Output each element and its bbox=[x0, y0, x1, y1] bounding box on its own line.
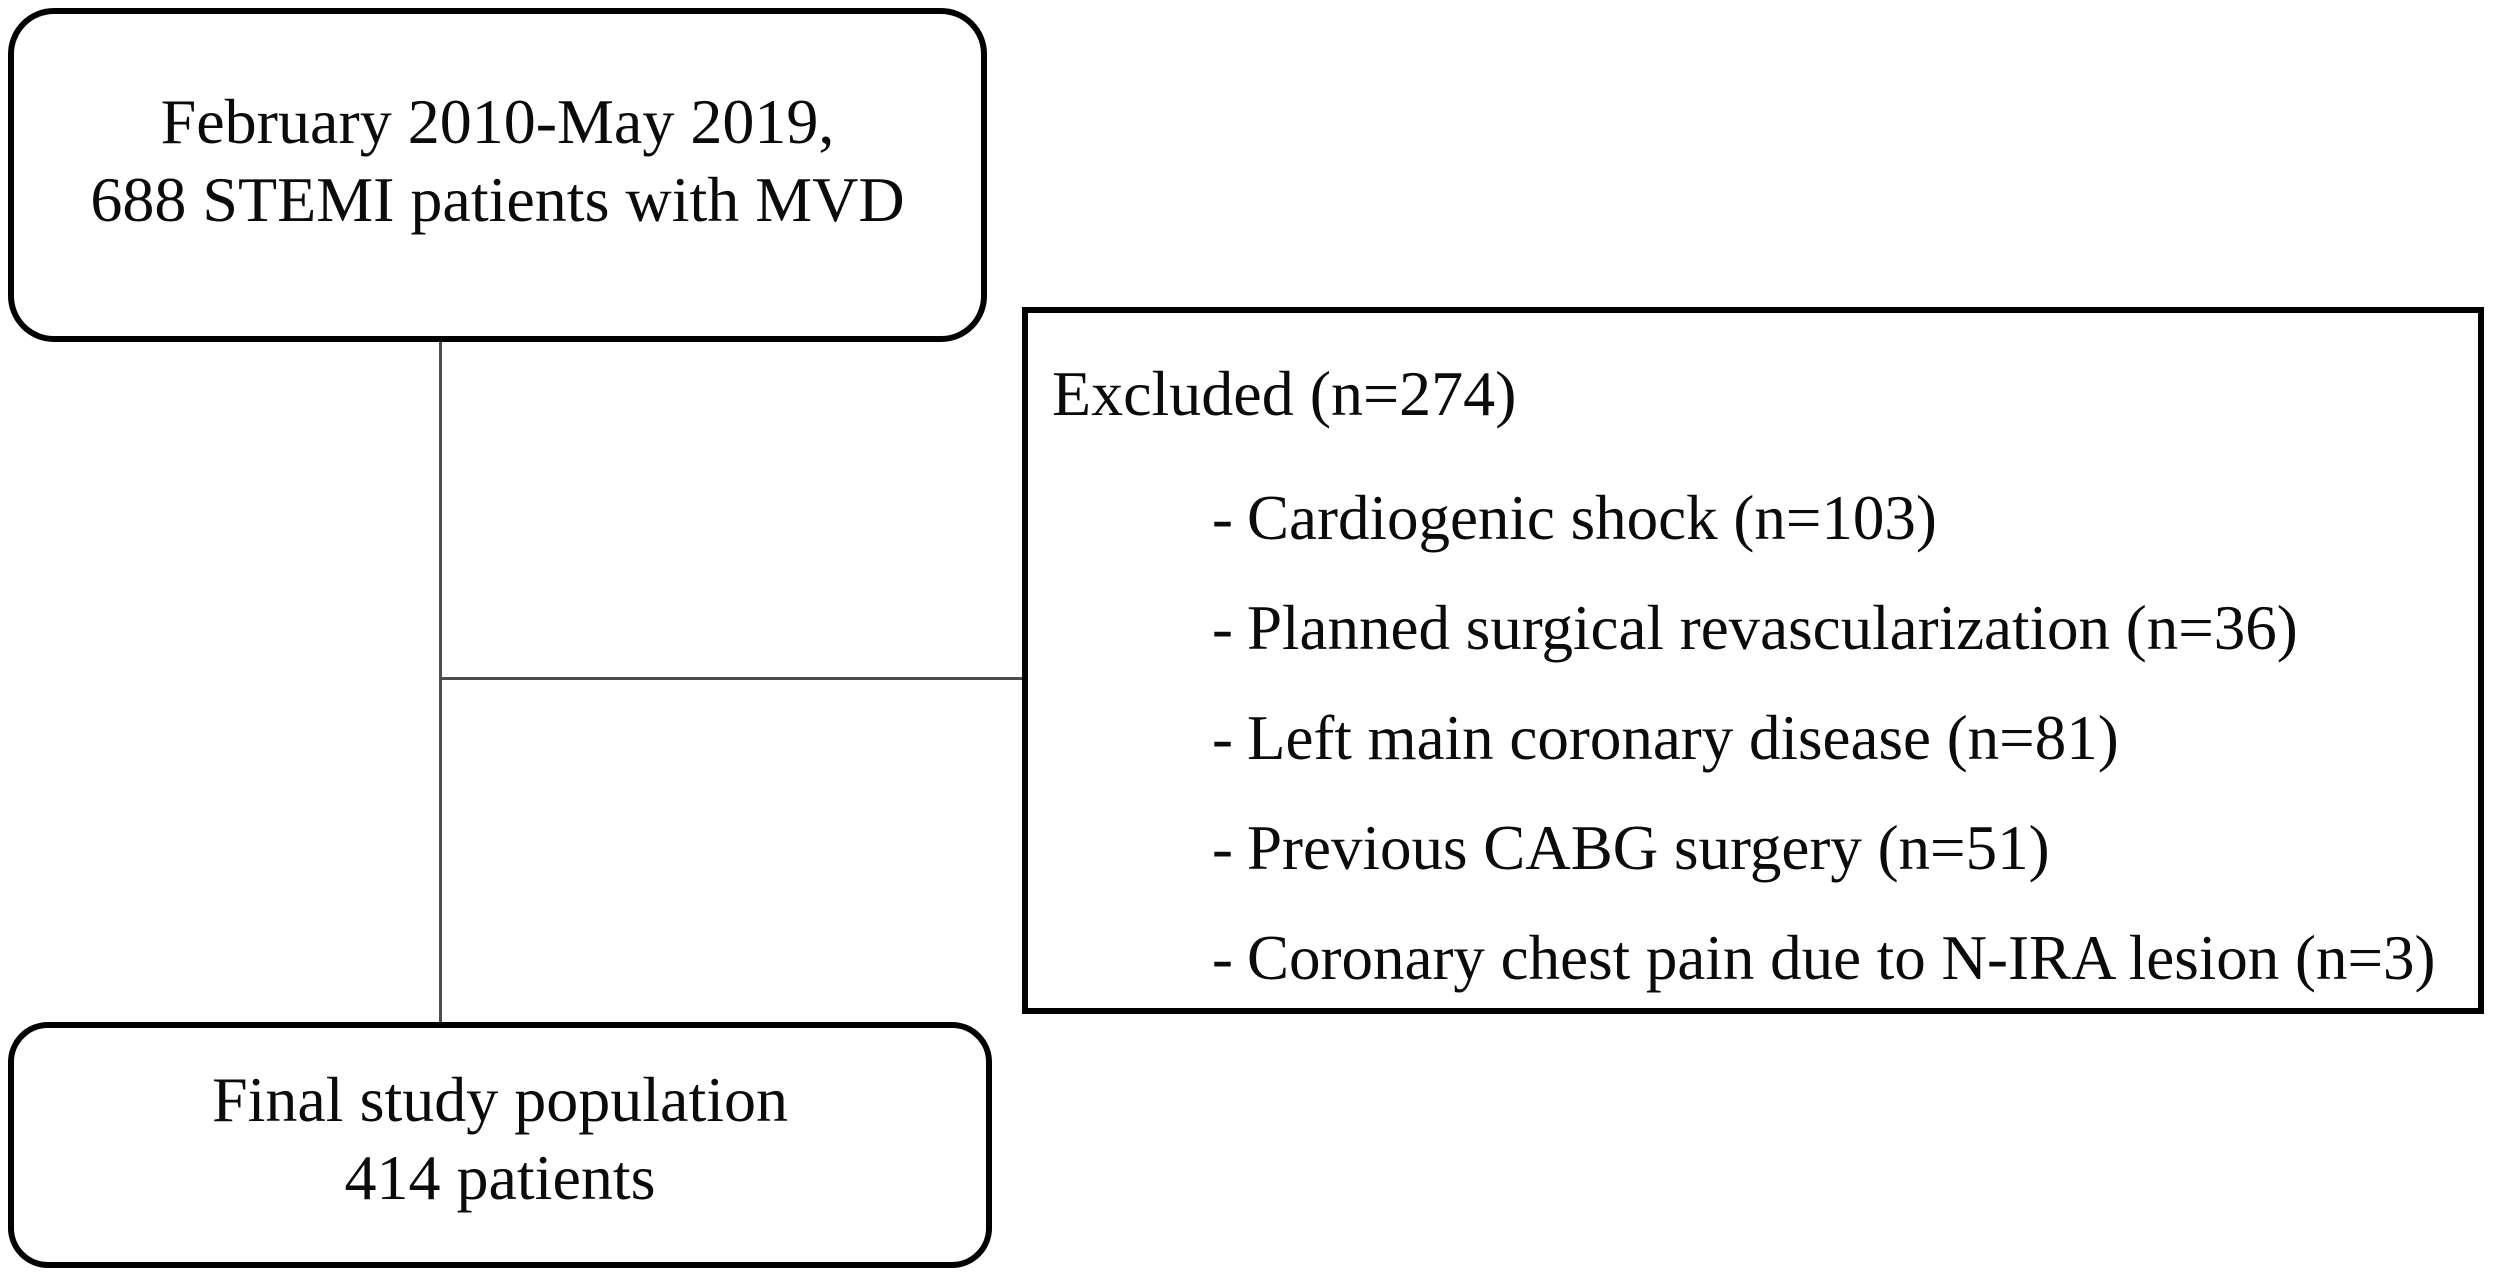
dash-bullet: - bbox=[1212, 593, 1233, 663]
final-population-line2: 414 patients bbox=[344, 1142, 656, 1213]
initial-population-box: February 2010-May 2019, 688 STEMI patien… bbox=[8, 8, 987, 342]
excluded-list: -Cardiogenic shock (n=103) -Planned surg… bbox=[1052, 463, 2468, 1013]
final-population-text: Final study population 414 patients bbox=[212, 1061, 788, 1217]
initial-population-line2: 688 STEMI patients with MVD bbox=[90, 164, 905, 235]
dash-bullet: - bbox=[1212, 923, 1233, 993]
dash-bullet: - bbox=[1212, 813, 1233, 883]
excluded-item-text: Cardiogenic shock (n=103) bbox=[1246, 483, 1937, 553]
excluded-item-planned-surgical-revascularization: -Planned surgical revascularization (n=3… bbox=[1212, 573, 2468, 683]
final-population-box: Final study population 414 patients bbox=[8, 1022, 992, 1268]
initial-population-line1: February 2010-May 2019, bbox=[160, 86, 835, 157]
final-population-line1: Final study population bbox=[212, 1064, 788, 1135]
dash-bullet: - bbox=[1212, 703, 1233, 773]
excluded-box: Excluded (n=274) -Cardiogenic shock (n=1… bbox=[1022, 307, 2484, 1014]
horizontal-connector-line bbox=[441, 677, 1022, 680]
excluded-item-coronary-chest-pain: -Coronary chest pain due to N-IRA lesion… bbox=[1212, 903, 2468, 1013]
excluded-item-text: Coronary chest pain due to N-IRA lesion … bbox=[1246, 923, 2436, 993]
excluded-item-left-main-coronary-disease: -Left main coronary disease (n=81) bbox=[1212, 683, 2468, 793]
excluded-item-text: Previous CABG surgery (n=51) bbox=[1246, 813, 2050, 883]
initial-population-text: February 2010-May 2019, 688 STEMI patien… bbox=[90, 83, 904, 239]
excluded-item-text: Planned surgical revascularization (n=36… bbox=[1246, 593, 2298, 663]
excluded-item-previous-cabg-surgery: -Previous CABG surgery (n=51) bbox=[1212, 793, 2468, 903]
vertical-connector-line bbox=[439, 342, 442, 1022]
excluded-item-cardiogenic-shock: -Cardiogenic shock (n=103) bbox=[1212, 463, 2468, 573]
excluded-item-text: Left main coronary disease (n=81) bbox=[1246, 703, 2119, 773]
excluded-title: Excluded (n=274) bbox=[1052, 358, 1517, 429]
dash-bullet: - bbox=[1212, 483, 1233, 553]
